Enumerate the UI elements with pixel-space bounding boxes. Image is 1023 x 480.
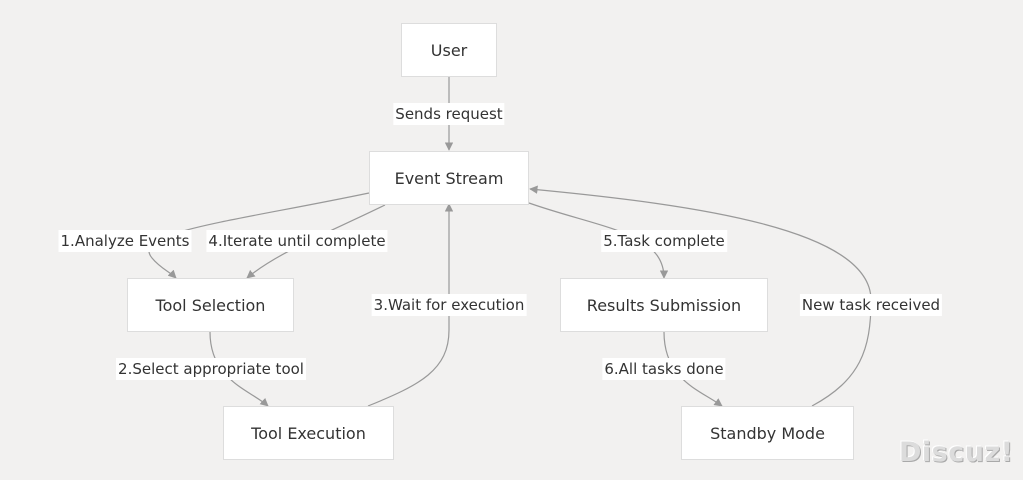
- edge-standby-mode-to-event-stream: [529, 185, 872, 407]
- edge-label-analyze-events: 1.Analyze Events: [58, 230, 192, 252]
- edge-label-wait-execution: 3.Wait for execution: [371, 294, 527, 316]
- node-user: User: [401, 23, 497, 77]
- edge-tool-selection-to-tool-execution: [209, 331, 269, 407]
- node-standby-mode: Standby Mode: [681, 406, 854, 460]
- edge-label-all-tasks-done: 6.All tasks done: [602, 358, 726, 380]
- edge-label-sends-request: Sends request: [393, 103, 505, 125]
- edge-label-task-complete: 5.Task complete: [601, 230, 727, 252]
- node-tool-execution: Tool Execution: [223, 406, 394, 460]
- edge-label-new-task: New task received: [799, 294, 943, 316]
- node-results-submission: Results Submission: [560, 278, 768, 332]
- node-event-stream: Event Stream: [369, 151, 529, 205]
- edge-label-select-tool: 2.Select appropriate tool: [116, 358, 306, 380]
- node-tool-selection: Tool Selection: [127, 278, 294, 332]
- edge-results-submission-to-standby-mode: [663, 331, 723, 407]
- discuz-watermark: Discuz!: [899, 437, 1014, 468]
- edge-tool-execution-to-event-stream: [367, 203, 454, 407]
- edge-label-iterate: 4.Iterate until complete: [206, 230, 388, 252]
